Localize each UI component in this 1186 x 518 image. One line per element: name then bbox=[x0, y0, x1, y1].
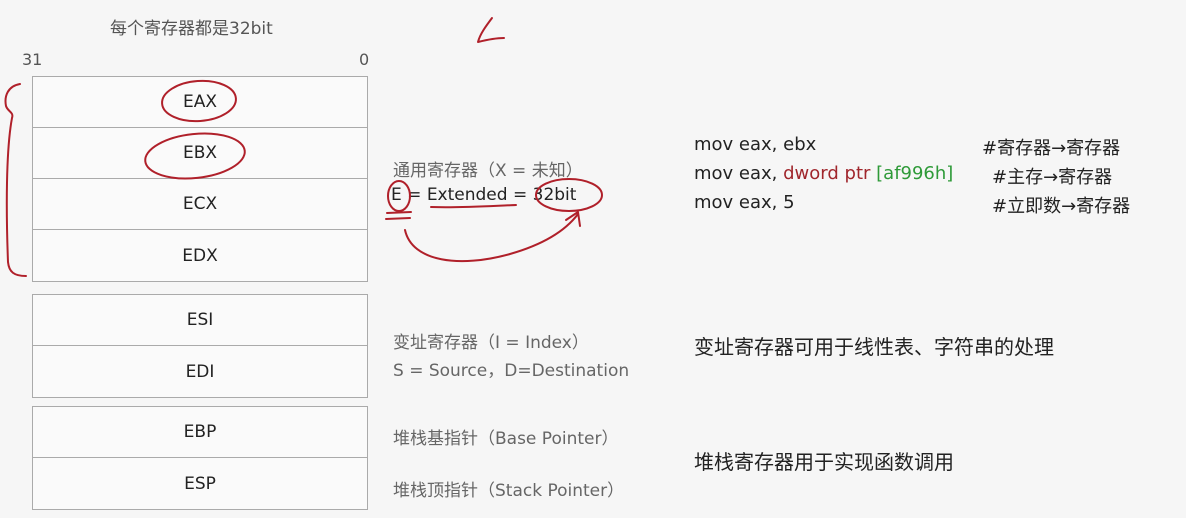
equals-2: = bbox=[512, 185, 528, 205]
pen-mark bbox=[477, 17, 505, 43]
extended-underline bbox=[430, 204, 517, 209]
general-register-group: EAX EBX ECX EDX bbox=[32, 76, 368, 282]
bit-high-label: 31 bbox=[22, 50, 43, 69]
bracket-mark bbox=[4, 83, 27, 277]
general-register-note: 通用寄存器（X = 未知） bbox=[393, 161, 583, 181]
bits-word: 32bit bbox=[532, 185, 577, 205]
diagram-title: 每个寄存器都是32bit bbox=[110, 19, 273, 39]
stack-register-description: 堆栈寄存器用于实现函数调用 bbox=[694, 450, 954, 474]
register-edx: EDX bbox=[182, 245, 218, 266]
ebp-note: 堆栈基指针（Base Pointer） bbox=[393, 429, 619, 449]
extended-word: Extended bbox=[426, 185, 508, 205]
register-ecx: ECX bbox=[33, 179, 367, 230]
arrow-head bbox=[565, 211, 581, 227]
register-eax: EAX bbox=[33, 77, 367, 128]
code-comment-2: #主存→寄存器 bbox=[992, 167, 1113, 188]
index-register-group: ESI EDI bbox=[32, 294, 368, 398]
bit-low-label: 0 bbox=[359, 50, 370, 69]
index-register-description: 变址寄存器可用于线性表、字符串的处理 bbox=[694, 335, 1054, 359]
code-comment-3: #立即数→寄存器 bbox=[992, 196, 1131, 217]
register-edi: EDI bbox=[185, 361, 215, 382]
code-line-2-prefix: mov eax, bbox=[694, 163, 784, 184]
index-register-note: 变址寄存器（I = Index） bbox=[393, 333, 589, 353]
code-line-2-ptr: dword ptr bbox=[783, 163, 871, 184]
register-ebx: EBX bbox=[33, 128, 367, 179]
code-line-1: mov eax, ebx bbox=[694, 134, 817, 155]
e-underline bbox=[385, 211, 412, 220]
stack-register-group: EBP ESP bbox=[32, 406, 368, 510]
esp-note: 堆栈顶指针（Stack Pointer） bbox=[393, 481, 625, 501]
e-letter: E bbox=[391, 185, 402, 205]
register-esi: ESI bbox=[33, 295, 367, 346]
register-ebp: EBP bbox=[33, 407, 367, 458]
extended-explanation: E = Extended = 32bit bbox=[391, 185, 576, 205]
equals-1: = bbox=[407, 185, 422, 205]
arrow-arc bbox=[404, 213, 579, 263]
code-comment-1: #寄存器→寄存器 bbox=[982, 138, 1121, 159]
code-line-2-addr: [af996h] bbox=[876, 163, 954, 184]
register-esp: ESP bbox=[184, 473, 216, 494]
code-line-2: mov eax, dword ptr [af996h] bbox=[694, 163, 953, 184]
code-line-3: mov eax, 5 bbox=[694, 192, 795, 213]
index-register-abbrev: S = Source，D=Destination bbox=[393, 361, 630, 381]
